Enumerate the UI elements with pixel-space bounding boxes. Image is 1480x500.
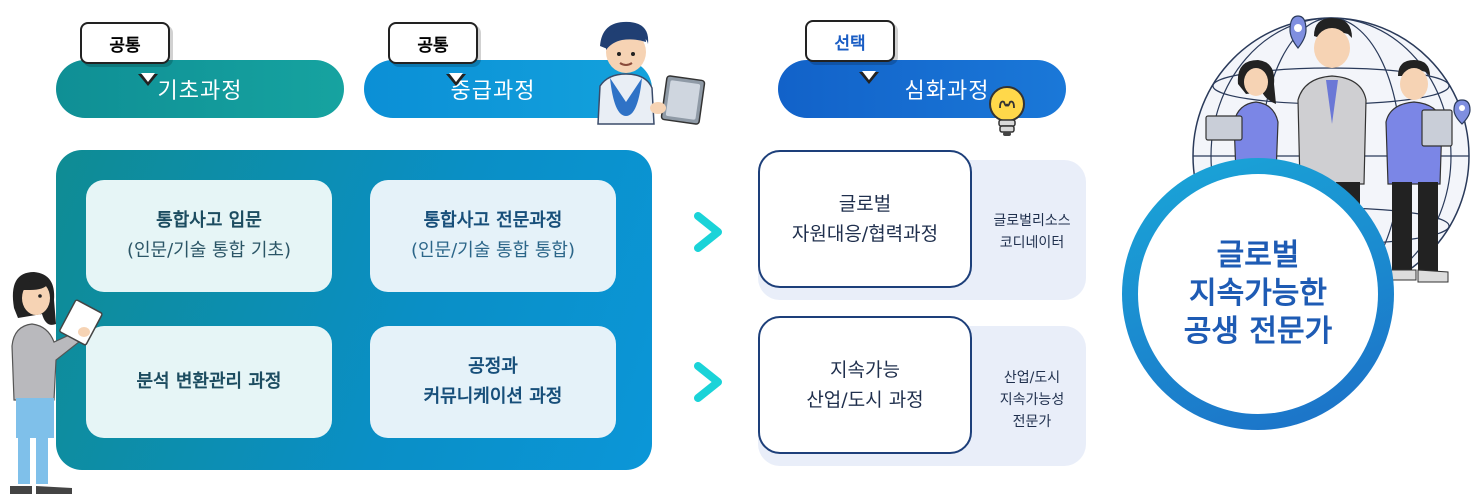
advanced-tag: 선택 [834,33,866,54]
role-global-line1: 글로벌리소스 [993,213,1071,229]
course-analysis-title: 분석 변환관리 과정 [136,371,282,392]
chevron-right-icon [694,362,722,402]
advanced-course-global-line2: 자원대응/협력과정 [791,223,939,245]
course-intro-title: 통합사고 입문 [156,210,262,231]
man-with-tablet-illustration [597,21,706,125]
course-card-intro: 통합사고 입문 (인문/기술 통합 기초) [86,180,332,292]
advanced-course-global: 글로벌 자원대응/협력과정 [758,150,972,288]
course-professional-title: 통합사고 전문과정 [423,210,563,231]
role-sustainability-expert: 산업/도시 지속가능성 전문가 [978,360,1086,440]
role-global-resource: 글로벌리소스 코디네이터 [978,200,1086,264]
advanced-course-sustainable-line2: 산업/도시 과정 [806,389,924,411]
advanced-course-sustainable-line1: 지속가능 [830,359,900,381]
intermediate-tag: 공통 [417,35,449,56]
basic-tag: 공통 [109,35,141,56]
goal-line3: 공생 전문가 [1183,314,1333,349]
chevron-right-icon [694,212,722,252]
course-card-communication: 공정과 커뮤니케이션 과정 [370,326,616,438]
stage-advanced-title: 심화과정 [904,79,990,104]
role-sustain-line2: 지속가능성 [999,392,1065,408]
lightbulb-icon [989,86,1025,136]
stage-basic-title: 기초과정 [157,79,243,104]
advanced-tag-bubble: 선택 [805,20,895,84]
role-sustain-line1: 산업/도시 [1003,370,1061,386]
intermediate-tag-bubble: 공통 [388,22,478,86]
course-professional-sub: (인문/기술 통합 통합) [410,240,576,261]
goal-line1: 글로벌 [1216,238,1300,273]
advanced-course-global-line1: 글로벌 [838,193,892,215]
course-communication-line2: 커뮤니케이션 과정 [423,386,563,407]
role-sustain-line3: 전문가 [1012,414,1052,430]
role-global-line2: 코디네이터 [999,235,1065,251]
course-card-professional: 통합사고 전문과정 (인문/기술 통합 통합) [370,180,616,292]
goal-line2: 지속가능한 [1189,276,1327,311]
stage-basic-pill: 기초과정 [56,60,344,118]
course-communication-line1: 공정과 [468,356,518,377]
course-intro-sub: (인문/기술 통합 기초) [126,240,292,261]
course-card-analysis: 분석 변환관리 과정 [86,326,332,438]
basic-tag-bubble: 공통 [80,22,170,86]
goal-circle: 글로벌 지속가능한 공생 전문가 [1138,174,1378,414]
woman-with-paper-illustration [10,272,103,494]
advanced-course-sustainable: 지속가능 산업/도시 과정 [758,316,972,454]
